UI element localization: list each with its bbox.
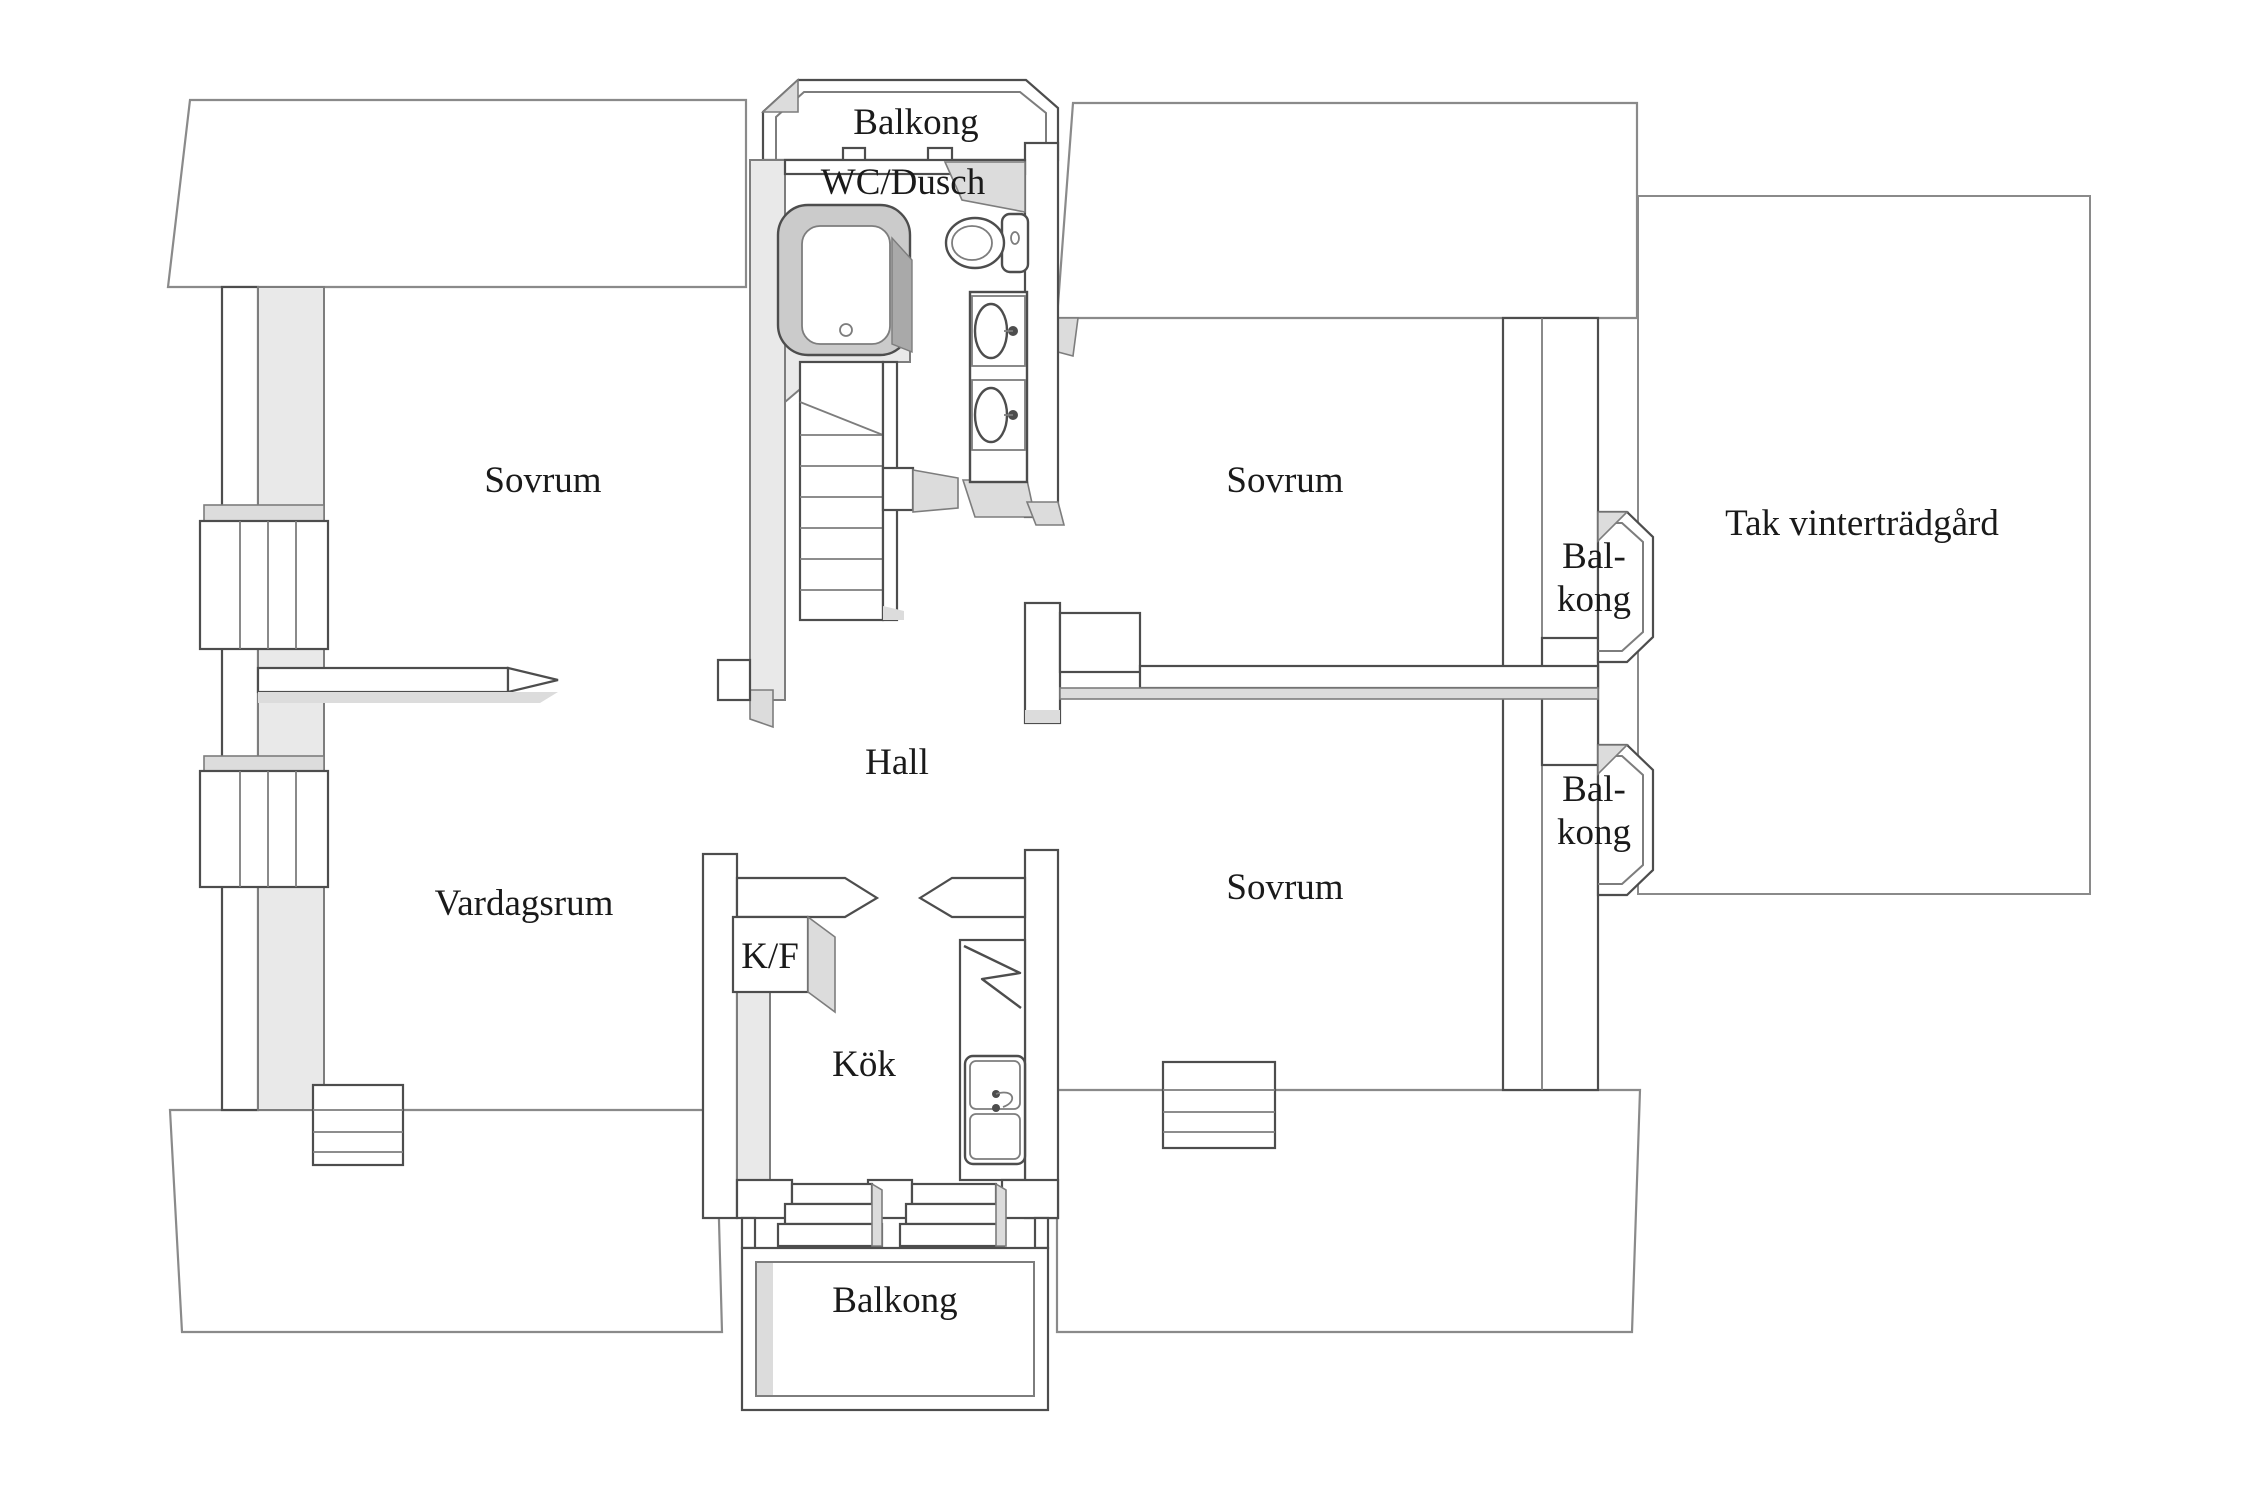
window-icon bbox=[311, 1083, 405, 1167]
label-sovrum-se: Sovrum bbox=[1226, 867, 1343, 908]
label-balkong-east-upper-2: kong bbox=[1557, 579, 1631, 620]
kitchen-counter bbox=[958, 938, 1027, 1182]
bay-window-balcony-lower bbox=[1596, 743, 1655, 897]
label-tak-vintertradgard: Tak vinterträdgård bbox=[1725, 503, 1999, 544]
label-kf: K/F bbox=[741, 936, 799, 977]
wc-south-cap bbox=[961, 479, 1036, 518]
label-sovrum-ne: Sovrum bbox=[1226, 460, 1343, 501]
balcony-steps-east bbox=[898, 1182, 1007, 1248]
partition-ne bbox=[1023, 601, 1600, 725]
kitchen-east-wall bbox=[1023, 848, 1060, 1220]
label-sovrum-nw: Sovrum bbox=[484, 460, 601, 501]
balcony-railing-icon bbox=[740, 1246, 1050, 1412]
window-icon bbox=[198, 504, 330, 651]
partition-nw bbox=[256, 658, 752, 703]
bathtub-icon bbox=[776, 203, 913, 357]
kitchen-south-wall bbox=[735, 1178, 1060, 1220]
roof-notch-ne bbox=[1055, 317, 1079, 358]
label-balkong-top: Balkong bbox=[853, 102, 978, 143]
window-icon bbox=[198, 755, 330, 889]
label-wc-dusch: WC/Dusch bbox=[821, 162, 986, 203]
stove-icon bbox=[963, 944, 1022, 1009]
bay-window-balcony-upper bbox=[1596, 510, 1655, 664]
west-wall bbox=[198, 285, 330, 1112]
wc-south-cap2 bbox=[1025, 501, 1066, 526]
roof-overhang-ne bbox=[1055, 101, 1639, 320]
label-balkong-east-lower-1: Bal- bbox=[1562, 769, 1626, 810]
roof-overhang-sw bbox=[168, 1108, 724, 1334]
washbasin-icon bbox=[968, 290, 1029, 484]
east-wall bbox=[1501, 316, 1600, 1092]
kitchen-sink-icon bbox=[963, 1054, 1027, 1166]
balcony-bottom bbox=[740, 1216, 1050, 1412]
kitchen-north-slab-east bbox=[917, 876, 1027, 919]
label-vardagsrum: Vardagsrum bbox=[435, 883, 614, 924]
roof-overhang-nw bbox=[166, 98, 748, 289]
roof-overhang-se bbox=[1055, 1088, 1642, 1334]
kitchen-west-wall bbox=[701, 852, 739, 1220]
label-balkong-east-lower-2: kong bbox=[1557, 812, 1631, 853]
toilet-icon bbox=[944, 212, 1030, 274]
label-balkong-bottom: Balkong bbox=[832, 1280, 957, 1321]
label-balkong-east-upper-1: Bal- bbox=[1562, 536, 1626, 577]
wc-balcony-floor-wedge bbox=[943, 161, 1026, 213]
wc-east-wall bbox=[1023, 141, 1060, 519]
label-hall: Hall bbox=[865, 742, 929, 783]
stairs-icon bbox=[749, 317, 959, 729]
balcony-steps-west bbox=[776, 1182, 884, 1248]
roof-winter-garden bbox=[1637, 195, 2091, 895]
kitchen-north-slab-west bbox=[735, 876, 880, 919]
fridge-freezer-icon bbox=[731, 915, 836, 1014]
label-kok: Kök bbox=[832, 1044, 896, 1085]
window-icon bbox=[1161, 1060, 1277, 1150]
